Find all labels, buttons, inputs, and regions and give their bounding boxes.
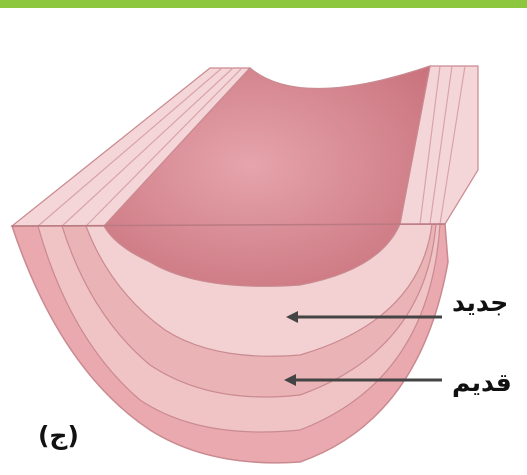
figure-marker: (ج) bbox=[38, 421, 79, 450]
label-new-layer: جديد bbox=[452, 288, 508, 317]
label-old-layer: قديم bbox=[452, 368, 512, 397]
